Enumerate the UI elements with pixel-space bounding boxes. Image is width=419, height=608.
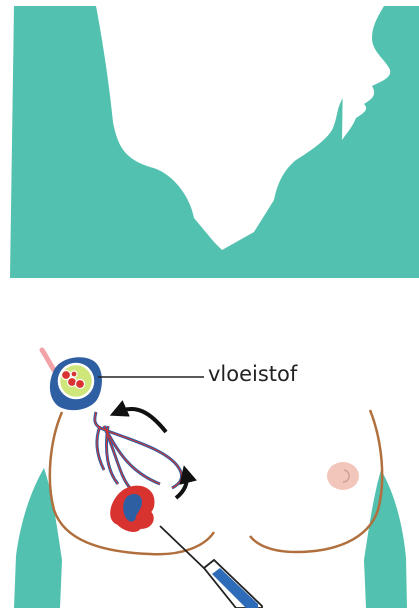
left-breast-outline bbox=[50, 412, 214, 554]
tumor-icon bbox=[111, 487, 153, 531]
arrow-icon bbox=[118, 409, 166, 432]
lymph-cell bbox=[62, 371, 71, 380]
nipple bbox=[327, 462, 359, 490]
head-silhouette bbox=[10, 6, 419, 278]
lymph-cell bbox=[71, 371, 77, 377]
right-arm bbox=[364, 470, 407, 608]
torso bbox=[14, 410, 407, 608]
lymph-cell bbox=[76, 380, 85, 389]
needle bbox=[160, 526, 208, 572]
syringe-icon bbox=[160, 526, 262, 608]
lymph-node-icon bbox=[42, 350, 102, 410]
lymph-vessels bbox=[95, 412, 182, 488]
left-arm bbox=[14, 468, 62, 608]
right-breast-outline bbox=[250, 410, 382, 552]
fluid-label: vloeistof bbox=[208, 362, 297, 386]
afferent-duct bbox=[42, 350, 54, 370]
